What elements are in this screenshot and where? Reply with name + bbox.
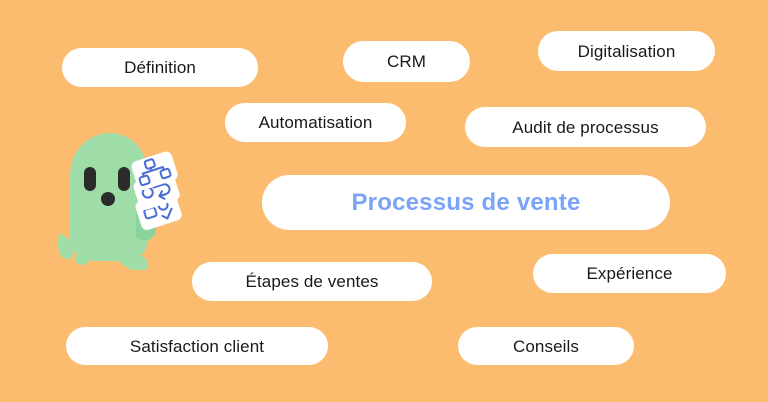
- center-topic-pill[interactable]: Processus de vente: [262, 175, 670, 230]
- mascot-illustration: [52, 125, 182, 270]
- keyword-pill-crm[interactable]: CRM: [343, 41, 470, 82]
- keyword-pill-digitalisation[interactable]: Digitalisation: [538, 31, 715, 71]
- keyword-pill-experience[interactable]: Expérience: [533, 254, 726, 293]
- process-cards-icon: [131, 151, 182, 230]
- mascot-face-icon: [84, 167, 130, 206]
- keyword-pill-audit-de-processus[interactable]: Audit de processus: [465, 107, 706, 147]
- keyword-pill-satisfaction-client[interactable]: Satisfaction client: [66, 327, 328, 365]
- keyword-pill-automatisation[interactable]: Automatisation: [225, 103, 406, 142]
- keyword-pill-definition[interactable]: Définition: [62, 48, 258, 87]
- keyword-pill-etapes-de-ventes[interactable]: Étapes de ventes: [192, 262, 432, 301]
- mascot-splash-icon: [58, 233, 149, 270]
- keyword-pill-conseils[interactable]: Conseils: [458, 327, 634, 365]
